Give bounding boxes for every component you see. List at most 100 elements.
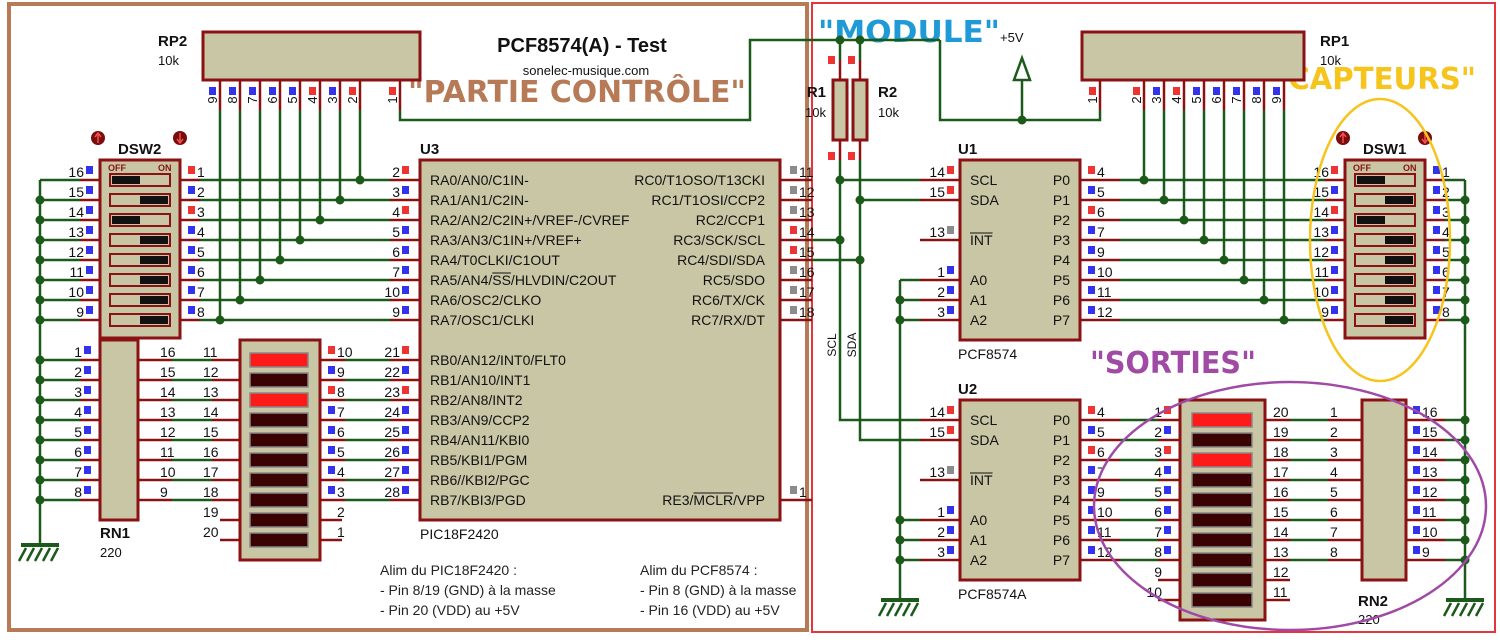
note-line: Alim du PCF8574 :: [640, 562, 758, 578]
rp2-body: [201, 30, 422, 82]
pin-number: 4: [74, 404, 82, 420]
pin-name: P0: [1053, 172, 1070, 188]
pin-state-indicator: [790, 486, 797, 494]
pin-number: 5: [337, 444, 345, 460]
switch-lever-on: [1385, 316, 1413, 324]
junction-dot: [855, 195, 865, 205]
junction-dot: [1159, 195, 1169, 205]
pin-number: 7: [1330, 524, 1338, 540]
led-segment-on: [249, 352, 309, 368]
u1-body: [958, 158, 1082, 342]
switch-lever-on: [140, 256, 168, 264]
ground-hatch: [1474, 602, 1485, 617]
rn1-body: [98, 338, 140, 522]
pin-number: 9: [1269, 96, 1284, 103]
pin-state-indicator: [947, 266, 954, 274]
pin-number: 20: [1273, 404, 1289, 420]
pin-number: 17: [1273, 464, 1289, 480]
pin-name: SCL: [970, 172, 997, 188]
component-ref: U1: [958, 141, 977, 158]
control-wiring: [35, 38, 940, 545]
pin-number: 2: [74, 364, 82, 380]
pin-number: 12: [799, 184, 815, 200]
pin-name: SCL: [970, 412, 997, 428]
pin-state-indicator: [86, 186, 93, 194]
pin-name: P5: [1053, 272, 1070, 288]
ground-hatch: [1450, 602, 1461, 617]
junction-dot: [235, 295, 245, 305]
pin-number: 19: [1273, 424, 1289, 440]
pin-state-indicator: [389, 87, 396, 95]
pin-state-indicator: [1164, 486, 1171, 494]
ground-symbol: [1442, 598, 1485, 617]
pin-state-indicator: [1088, 446, 1095, 454]
pin-number: 7: [1154, 524, 1162, 540]
pin-number: 6: [265, 96, 280, 103]
dsw1-body: [1343, 158, 1427, 340]
junction-dot: [1239, 275, 1249, 285]
pin-number: 8: [1154, 544, 1162, 560]
pin-number: 12: [68, 244, 84, 260]
pin-state-indicator: [402, 186, 409, 194]
pin-number: 7: [392, 264, 400, 280]
pin-number: 11: [69, 264, 84, 280]
pin-number: 6: [197, 264, 205, 280]
note-line: Alim du PIC18F2420 :: [380, 562, 517, 578]
switch-lever-on: [140, 276, 168, 284]
pin-state-indicator: [402, 266, 409, 274]
junction-dot: [1219, 255, 1229, 265]
switch-lever-on: [1385, 296, 1413, 304]
pin-number: 3: [1442, 204, 1450, 220]
pin-state-indicator: [84, 446, 91, 454]
junction-dot: [1139, 175, 1149, 185]
pin-state-indicator: [947, 226, 954, 234]
pin-state-indicator: [1193, 87, 1200, 95]
pin-state-indicator: [1088, 526, 1095, 534]
junction-dot: [895, 315, 905, 325]
pin-number: 4: [1169, 96, 1184, 103]
arrow-up-glyph: [1339, 131, 1347, 143]
pin-state-indicator: [1433, 206, 1440, 214]
pin-number: 5: [1154, 484, 1162, 500]
pin-state-indicator: [402, 346, 409, 354]
pin-number: 7: [1229, 96, 1244, 103]
pin-number: 3: [74, 384, 82, 400]
pin-state-indicator: [790, 226, 797, 234]
pin-number: 3: [1154, 444, 1162, 460]
pin-state-indicator: [402, 466, 409, 474]
component-value: 10k: [158, 53, 179, 68]
pin-name: RA5/AN4/SS/HLVDIN/C2OUT: [430, 272, 617, 288]
pin-state-indicator: [402, 306, 409, 314]
pin-state-indicator: [1253, 87, 1260, 95]
pin-number: 11: [1273, 584, 1288, 600]
pin-state-indicator: [1433, 166, 1440, 174]
pin-state-indicator: [328, 426, 335, 434]
component-ref: RP2: [158, 33, 187, 50]
pin-number: 2: [337, 504, 345, 520]
led-segment-off: [249, 512, 309, 528]
pin-number: 15: [160, 364, 176, 380]
pin-state-indicator: [1088, 546, 1095, 554]
pin-number: 6: [392, 244, 400, 260]
pin-name: INT: [970, 232, 993, 248]
junction-dot: [1279, 315, 1289, 325]
note-line: - Pin 8 (GND) à la masse: [640, 582, 797, 598]
pin-state-indicator: [790, 186, 797, 194]
pin-number: 11: [799, 164, 814, 180]
pin-number: 28: [384, 484, 400, 500]
component-value: 10k: [805, 105, 826, 120]
junction-dot: [335, 195, 345, 205]
rp1-body: [1080, 30, 1306, 82]
pin-name: RA0/AN0/C1IN-: [430, 172, 529, 188]
pin-number: 14: [1422, 444, 1438, 460]
pin-state-indicator: [790, 306, 797, 314]
pin-state-indicator: [269, 87, 276, 95]
pin-state-indicator: [828, 152, 835, 160]
pin-state-indicator: [1164, 506, 1171, 514]
pin-state-indicator: [402, 446, 409, 454]
pin-name: P7: [1053, 312, 1070, 328]
component-part: PCF8574A: [958, 586, 1027, 602]
